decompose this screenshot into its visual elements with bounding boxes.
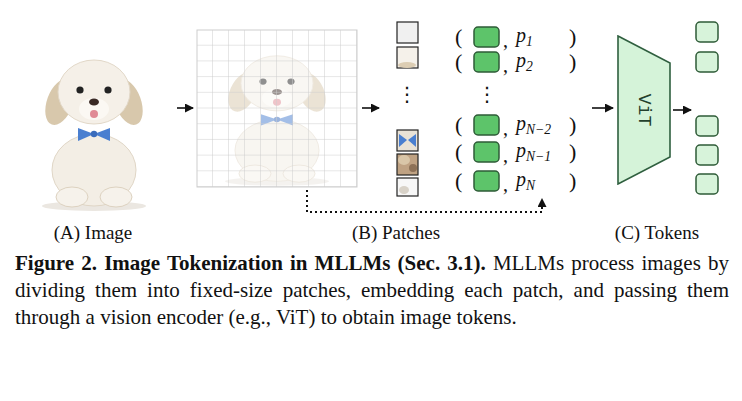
panel-label: (B) Patches — [352, 223, 440, 244]
tuple-symbol: , — [503, 173, 508, 195]
panel-label: (A) Image — [54, 223, 133, 244]
tuple-symbol: ( — [455, 25, 462, 49]
position-label: p1 — [516, 24, 533, 49]
patch-grid — [197, 30, 357, 187]
position-label: pN−2 — [516, 112, 551, 137]
encoder-label: ViT — [634, 94, 654, 126]
tuple-symbol: , — [503, 144, 508, 166]
tuple-symbol: ) — [569, 140, 576, 164]
tuple-symbol: ⋮ — [397, 83, 417, 105]
tuple-symbol: ) — [569, 25, 576, 49]
puppy-photo — [40, 60, 149, 211]
tuple-symbol: ) — [569, 169, 576, 193]
tuple-symbol: ) — [569, 50, 576, 74]
patch-contents — [398, 62, 417, 194]
tuple-symbol: , — [503, 54, 508, 76]
position-label: pN−1 — [516, 139, 551, 164]
tuple-symbol: , — [503, 29, 508, 51]
token-boxes — [696, 22, 718, 194]
vit-encoder: ViT — [617, 35, 671, 185]
tuple-symbol: ) — [569, 113, 576, 137]
panel-label: (C) Tokens — [615, 223, 699, 244]
tuple-symbol: ( — [455, 50, 462, 74]
tuple-symbol: ⋮ — [477, 83, 497, 105]
position-label: pN — [516, 168, 535, 193]
flow-arrow — [673, 109, 691, 111]
tuple-symbol: , — [503, 117, 508, 139]
patch-thumbnails — [397, 22, 418, 196]
flow-arrows — [177, 107, 613, 109]
tuple-symbol: ( — [455, 169, 462, 193]
token-column: (C) Tokens — [693, 20, 721, 198]
position-label: p2 — [516, 49, 533, 74]
figure-caption: Figure 2. Image Tokenization in MLLMs (S… — [15, 250, 729, 331]
embedding-boxes — [474, 27, 499, 191]
tuple-symbol: ( — [455, 113, 462, 137]
image-panel: (A) Image — [15, 30, 173, 212]
tuple-symbol: ( — [455, 140, 462, 164]
